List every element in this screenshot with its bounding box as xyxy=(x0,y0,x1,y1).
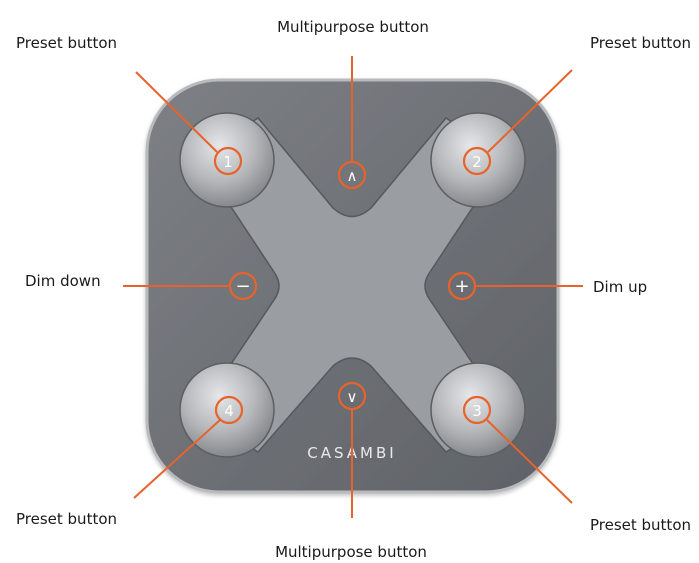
leader-preset-top-right xyxy=(487,69,573,153)
plus-icon: + xyxy=(454,276,469,297)
up-arrow-icon: ∧ xyxy=(347,167,358,185)
label-dim-down: Dim down xyxy=(25,272,101,290)
label-preset-bottom-right: Preset button xyxy=(590,516,691,534)
label-preset-top-right: Preset button xyxy=(590,34,691,52)
leader-preset-bottom-right xyxy=(486,419,573,504)
marker-preset-2[interactable]: 2 xyxy=(462,146,492,176)
marker-dim-down[interactable]: − xyxy=(228,271,258,301)
preset-1-label: 1 xyxy=(223,153,233,171)
preset-2-label: 2 xyxy=(472,153,482,171)
leader-preset-top-left xyxy=(135,71,218,153)
marker-preset-4[interactable]: 4 xyxy=(214,395,244,425)
minus-icon: − xyxy=(235,276,250,297)
switch-device: CASAMBI xyxy=(145,78,560,494)
marker-multipurpose-up[interactable]: ∧ xyxy=(337,160,367,190)
marker-multipurpose-down[interactable]: ∨ xyxy=(337,381,367,411)
marker-preset-1[interactable]: 1 xyxy=(213,146,243,176)
label-dim-up: Dim up xyxy=(593,278,647,296)
label-multipurpose-top: Multipurpose button xyxy=(277,18,429,36)
preset-4-label: 4 xyxy=(224,402,234,420)
brand-logo-text: CASAMBI xyxy=(307,444,396,462)
marker-dim-up[interactable]: + xyxy=(447,271,477,301)
preset-button-2[interactable] xyxy=(430,112,526,208)
down-arrow-icon: ∨ xyxy=(347,388,358,406)
callout-labels: Multipurpose button Preset button Preset… xyxy=(16,18,691,561)
preset-button-1[interactable] xyxy=(179,112,275,208)
leader-preset-bottom-left xyxy=(133,419,221,499)
preset-button-4[interactable] xyxy=(179,362,275,458)
preset-3-label: 3 xyxy=(472,402,482,420)
marker-preset-3[interactable]: 3 xyxy=(462,395,492,425)
callout-leader-lines xyxy=(123,56,583,518)
label-preset-bottom-left: Preset button xyxy=(16,510,117,528)
label-preset-top-left: Preset button xyxy=(16,34,117,52)
label-multipurpose-bottom: Multipurpose button xyxy=(275,543,427,561)
